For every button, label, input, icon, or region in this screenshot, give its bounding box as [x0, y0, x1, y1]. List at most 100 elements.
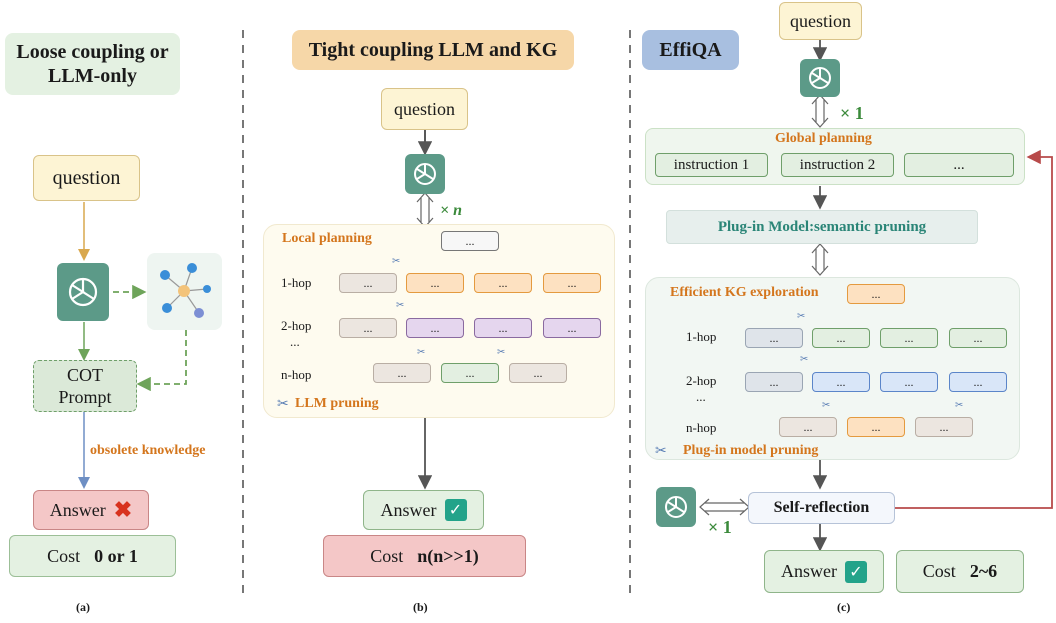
panel-c-node: ... [880, 328, 938, 348]
instruction-ellipsis-label: ... [953, 156, 965, 173]
panel-a-question-box: question [33, 155, 140, 201]
panel-b-node: ... [339, 273, 397, 293]
panel-a-cost-box: Cost 0 or 1 [9, 535, 176, 577]
check-mark-icon: ✓ [845, 560, 867, 583]
panel-c-node: ... [812, 328, 870, 348]
scissors-icon: ✂ [277, 397, 289, 412]
scissors-icon: ✂ [955, 400, 964, 411]
llm-pruning-label: LLM pruning [295, 396, 379, 411]
panel-c-node: ... [745, 328, 803, 348]
panel-b-question-box: question [381, 88, 468, 130]
openai-logo-icon [57, 263, 109, 321]
panel-b-node: ... [543, 273, 601, 293]
caption-b: (b) [413, 600, 428, 614]
panel-c-hop-1: 1-hop [686, 329, 717, 344]
local-planning-label: Local planning [282, 231, 372, 246]
panel-c-title-text: EffiQA [659, 39, 722, 61]
panel-b-cost-label: Cost [370, 545, 404, 566]
instruction-2-label: instruction 2 [799, 156, 876, 173]
times-1-bottom-label: × 1 [708, 517, 732, 537]
cross-mark-icon: ✖ [113, 497, 133, 522]
panel-b-hop-1: 1-hop [281, 275, 312, 290]
panel-c-cost-label: Cost [922, 561, 956, 581]
panel-c-node: ... [847, 417, 905, 437]
panel-c-hop-n: n-hop [686, 420, 717, 435]
scissors-icon: ✂ [396, 300, 405, 311]
scissors-icon: ✂ [497, 347, 506, 358]
panel-b-root-node: ... [441, 231, 499, 251]
panel-c-node: ... [779, 417, 837, 437]
scissors-icon: ✂ [822, 400, 831, 411]
panel-a-title: Loose coupling or LLM-only [5, 33, 180, 95]
panel-c-hop-ellipsis: ... [696, 389, 706, 404]
panel-a-cost-label: Cost [47, 545, 81, 566]
panel-b-node: ... [474, 318, 532, 338]
openai-logo-icon [656, 487, 696, 527]
panel-b-node: ... [339, 318, 397, 338]
scissors-icon: ✂ [800, 354, 809, 365]
panel-c-node: ... [745, 372, 803, 392]
times-1-top-label: × 1 [840, 103, 864, 123]
panel-b-hop-2: 2-hop [281, 318, 312, 333]
panel-c-answer-label: Answer [781, 561, 837, 581]
cot-line1: COT [67, 365, 103, 385]
instruction-2: instruction 2 [781, 153, 894, 177]
panel-b-answer-label: Answer [380, 499, 437, 520]
openai-logo-icon [405, 154, 445, 194]
panel-c-cost-box: Cost 2~6 [896, 550, 1024, 593]
panel-b-answer-box: Answer ✓ [363, 490, 484, 530]
openai-logo-icon [800, 59, 840, 97]
panel-b-cost-box: Cost n(n>>1) [323, 535, 526, 577]
panel-c-hop-2: 2-hop [686, 373, 717, 388]
cot-prompt-box: COT Prompt [33, 360, 137, 412]
panel-b-title: Tight coupling LLM and KG [292, 30, 574, 70]
knowledge-graph-icon [147, 253, 222, 330]
panel-b-node: ... [373, 363, 431, 383]
panel-c-title: EffiQA [642, 30, 739, 70]
double-arrow-b [416, 192, 434, 228]
panel-c-node: ... [880, 372, 938, 392]
plugin-semantic-label: Plug-in Model:semantic pruning [717, 218, 927, 235]
cot-line2: Prompt [58, 387, 112, 407]
panel-b-node: ... [543, 318, 601, 338]
check-mark-icon: ✓ [444, 499, 467, 521]
instruction-1-label: instruction 1 [673, 156, 750, 173]
self-reflection-label: Self-reflection [773, 499, 870, 516]
panel-b-node: ... [474, 273, 532, 293]
instruction-1: instruction 1 [655, 153, 768, 177]
obsolete-knowledge-label: obsolete knowledge [90, 443, 206, 458]
panel-b-node: ... [406, 273, 464, 293]
caption-c: (c) [837, 600, 851, 614]
panel-a-title-line1: Loose coupling or [16, 41, 169, 63]
panel-b-hop-ellipsis: ... [290, 334, 300, 349]
panel-a-answer-label: Answer [49, 499, 106, 520]
panel-c-question-box: question [779, 2, 862, 40]
panel-c-node: ... [949, 372, 1007, 392]
panel-c-root-node: ... [847, 284, 905, 304]
panel-c-answer-box: Answer ✓ [764, 550, 884, 593]
self-reflection-box: Self-reflection [748, 492, 895, 524]
panel-b-node: ... [441, 363, 499, 383]
scissors-icon: ✂ [797, 311, 806, 322]
plugin-pruning-label: Plug-in model pruning [683, 443, 819, 458]
panel-c-node: ... [949, 328, 1007, 348]
caption-a: (a) [76, 600, 90, 614]
panel-a-cost-value: 0 or 1 [94, 545, 138, 566]
panel-b-node: ... [406, 318, 464, 338]
panel-b-node: ... [509, 363, 567, 383]
instruction-ellipsis: ... [904, 153, 1014, 177]
plugin-semantic-box: Plug-in Model:semantic pruning [666, 210, 978, 244]
panel-b-question-label: question [394, 98, 455, 119]
panel-c-cost-value: 2~6 [969, 561, 998, 581]
scissors-icon: ✂ [655, 444, 667, 459]
global-planning-label: Global planning [775, 131, 872, 146]
panel-b-hop-n: n-hop [281, 367, 312, 382]
efficient-kg-label: Efficient KG exploration [670, 285, 819, 300]
scissors-icon: ✂ [417, 347, 426, 358]
panel-a-title-line2: LLM-only [48, 65, 137, 87]
times-n-label: × n [440, 202, 463, 219]
panel-b-cost-value: n(n>>1) [417, 545, 479, 566]
panel-c-question-label: question [790, 10, 851, 31]
panel-b-title-text: Tight coupling LLM and KG [308, 39, 558, 61]
scissors-icon: ✂ [392, 256, 401, 267]
